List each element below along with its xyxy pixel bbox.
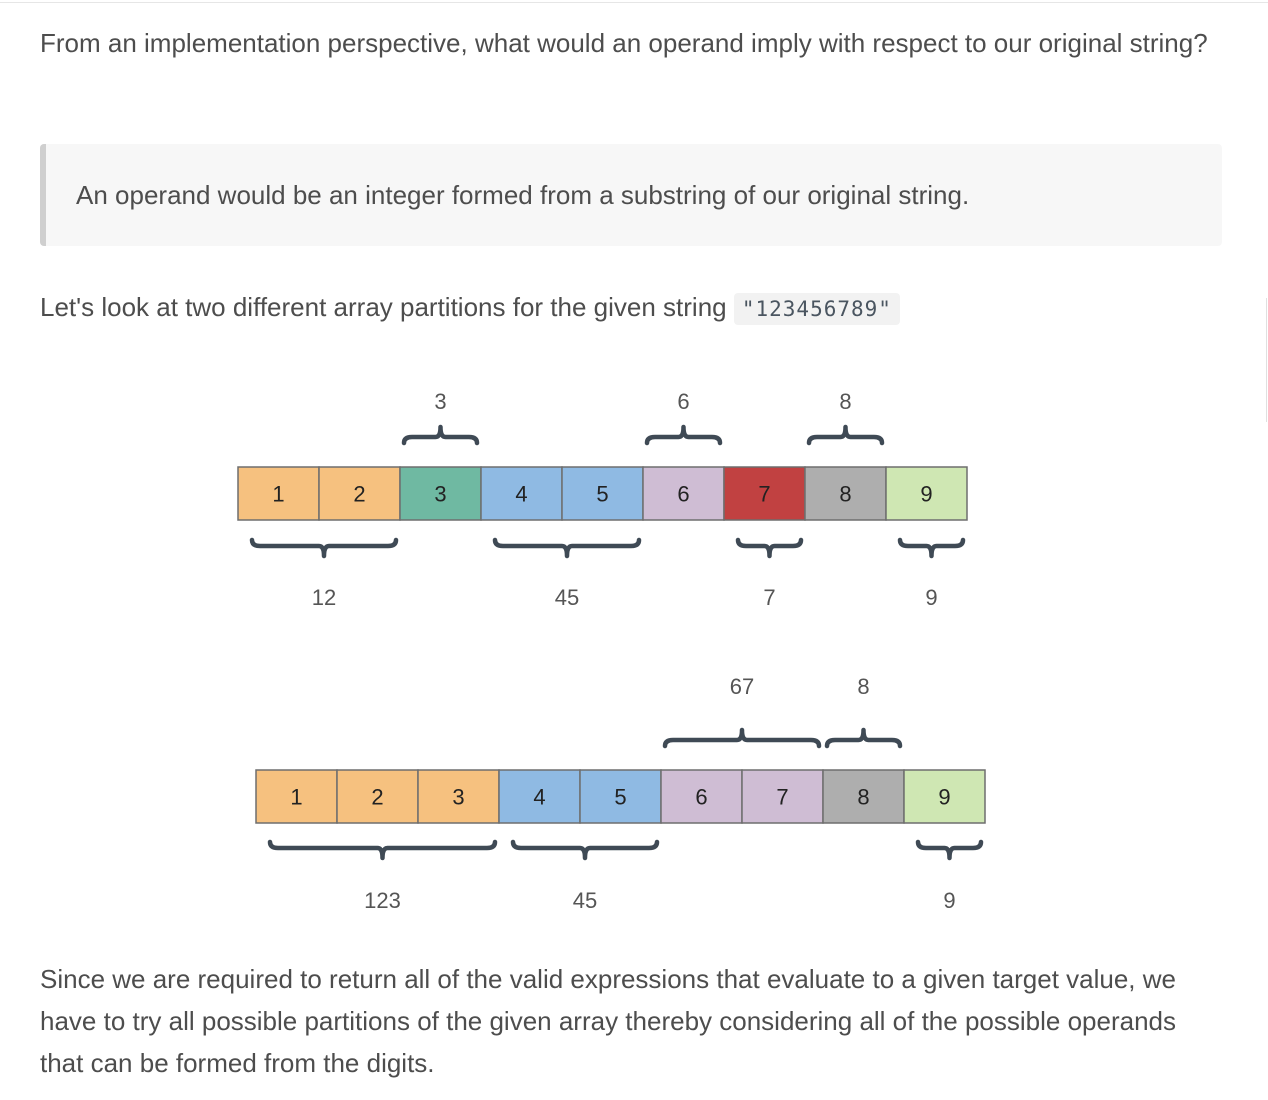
partition-1-bottom-brace-1 [249,537,399,559]
partition-2-top-brace-1 [662,727,822,749]
partition-1-bottom-label-2: 45 [555,585,579,610]
partition-1-bottom-label-3: 7 [763,585,775,610]
partition-2-bottom-brace-3 [915,839,984,861]
partition-1-top-label-2: 6 [677,389,689,414]
partition-2-cell-3-digit: 3 [452,785,464,810]
partition-2-cell-5-digit: 5 [614,785,626,810]
partition-1-cell-8-digit: 8 [839,482,851,507]
partition-1-bottom-brace-2 [492,537,642,559]
partition-1-cell-4 [480,466,563,521]
partition-2-bottom-label-2: 45 [573,888,597,913]
partition-1-bottom-label-1: 12 [312,585,336,610]
partition-1-cell-5-digit: 5 [596,482,608,507]
partition-2-cell-3 [417,769,500,824]
partition-2-cell-9 [903,769,986,824]
partitions-intro-paragraph: Let's look at two different array partit… [40,286,1220,330]
partition-1-cell-8 [804,466,887,521]
partition-2-cell-2-digit: 2 [371,785,383,810]
partition-1-cell-5 [561,466,644,521]
answer-blockquote: An operand would be an integer formed fr… [40,144,1222,246]
partition-1-cell-6 [642,466,725,521]
answer-text: An operand would be an integer formed fr… [76,180,970,210]
partition-2-top-label-1: 67 [730,674,754,699]
conclusion-paragraph: Since we are required to return all of t… [40,964,1176,1078]
partition-1-bottom-label-4: 9 [925,585,937,610]
inline-code-string: "123456789" [733,293,900,325]
partition-2-cell-9-digit: 9 [938,785,950,810]
partition-1-top-label-1: 3 [434,389,446,414]
partition-2-top-label-2: 8 [857,674,869,699]
partition-1-cell-1-digit: 1 [272,482,284,507]
partition-2-cell-8 [822,769,905,824]
partition-1-cell-9-digit: 9 [920,482,932,507]
partition-1-cell-3-digit: 3 [434,482,446,507]
partition-2-bottom-label-1: 123 [364,888,401,913]
top-divider [0,2,1268,3]
partition-2-cell-8-digit: 8 [857,785,869,810]
partition-2-cell-4-digit: 4 [533,785,545,810]
partition-2-cell-6 [660,769,743,824]
partition-2-cell-6-digit: 6 [695,785,707,810]
question-paragraph: From an implementation perspective, what… [40,28,1208,58]
partition-1-cell-9 [885,466,968,521]
partition-1-top-brace-2 [644,424,723,446]
partition-1-cell-4-digit: 4 [515,482,527,507]
partition-1-cell-1 [237,466,320,521]
partition-2-cell-7-digit: 7 [776,785,788,810]
partition-2-bottom-brace-2 [510,839,660,861]
partition-2-cell-4 [498,769,581,824]
partition-1-top-label-3: 8 [839,389,851,414]
partition-1-cell-2 [318,466,401,521]
partition-1-cell-7-digit: 7 [758,482,770,507]
partition-2-cell-1-digit: 1 [290,785,302,810]
scroll-edge [1266,298,1267,422]
partition-2-top-brace-2 [824,727,903,749]
partition-2-cell-2 [336,769,419,824]
partition-1-top-brace-3 [806,424,885,446]
partition-2-bottom-brace-1 [267,839,498,861]
partition-2-bottom-label-3: 9 [943,888,955,913]
partition-1-bottom-brace-3 [735,537,804,559]
partition-1-cell-7 [723,466,806,521]
partition-1-bottom-brace-4 [897,537,966,559]
partition-1-cell-6-digit: 6 [677,482,689,507]
partition-1-top-brace-1 [401,424,480,446]
partition-1-cell-2-digit: 2 [353,482,365,507]
partitions-intro-text: Let's look at two different array partit… [40,292,727,322]
partition-2-cell-1 [255,769,338,824]
